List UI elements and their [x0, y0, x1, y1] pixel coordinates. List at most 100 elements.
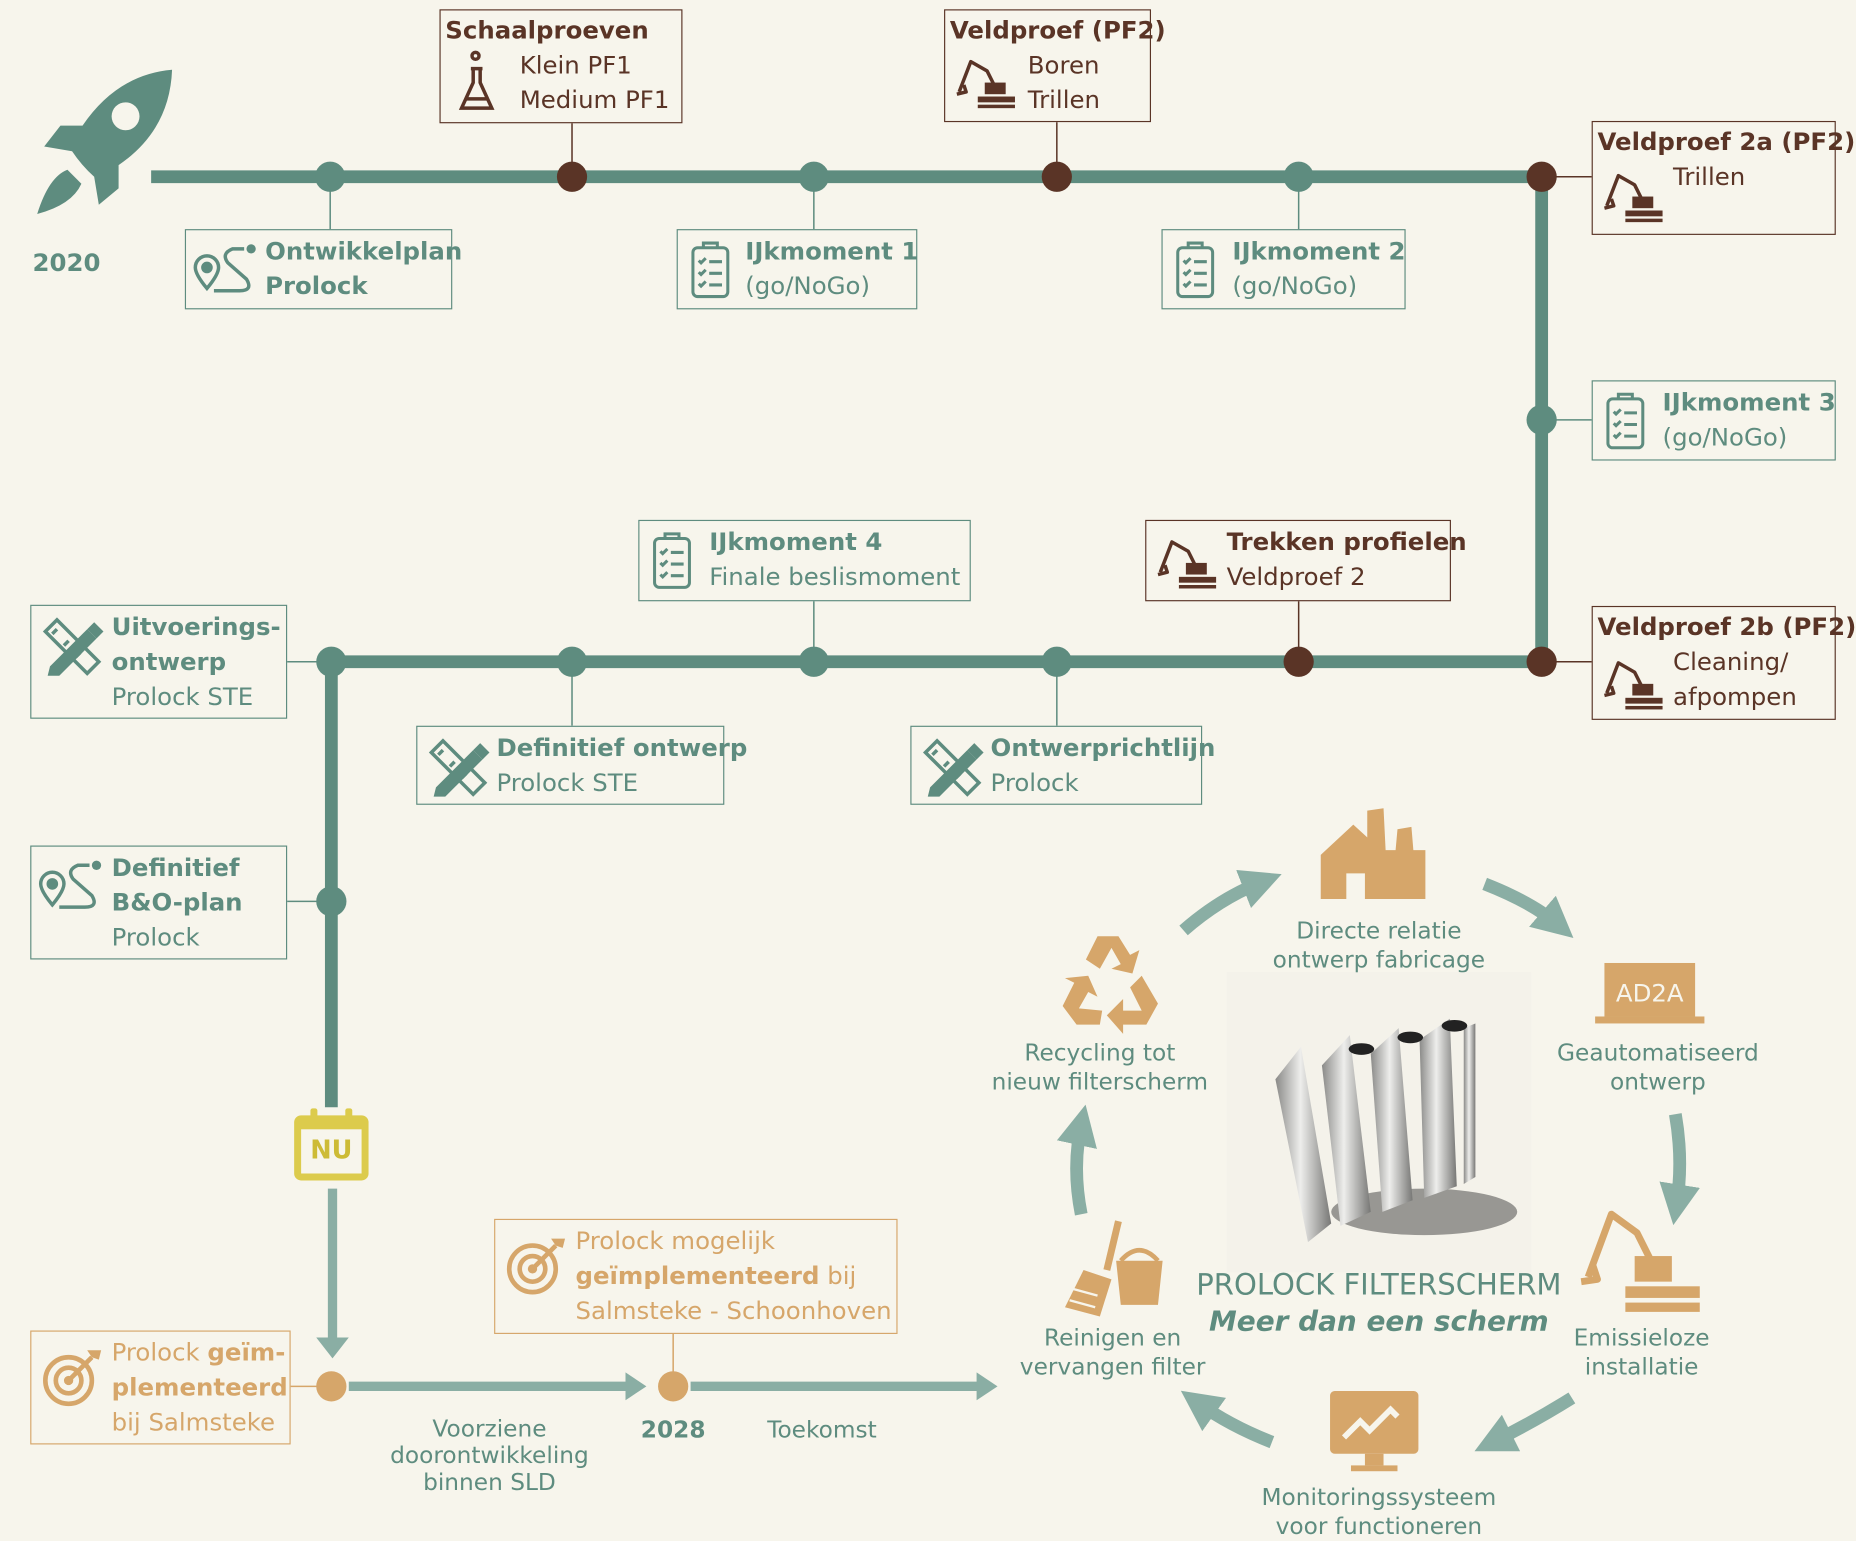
- node-veldproef-pf2: [1041, 161, 1072, 192]
- emissie-label: Emissieloze installatie: [1549, 1324, 1735, 1382]
- target-icon: [506, 1238, 566, 1295]
- cycle-arrow-2: [1482, 877, 1574, 938]
- node-ijkmoment4: [798, 646, 829, 677]
- factory-icon: [1320, 808, 1426, 900]
- excavator-icon: [1604, 661, 1663, 710]
- cycle-arrow-4: [1474, 1392, 1576, 1452]
- ijkmoment4-title: IJkmoment 4: [709, 528, 883, 556]
- node-schaalproeven: [556, 161, 588, 192]
- geauto-line1: Geautomatiseerd: [1557, 1038, 1759, 1067]
- voorziene-label: Voorziene doorontwikkeling binnen SLD: [384, 1415, 596, 1495]
- schaalproeven-line2: Medium PF1: [519, 86, 670, 114]
- geauto-line2: ontwerp: [1610, 1067, 1706, 1096]
- ijkmoment4-line2: Finale beslismoment: [709, 562, 961, 591]
- trekken-box: Trekken profielen Veldproef 2: [1145, 519, 1467, 602]
- monitor-line1: Monitoringssysteem: [1261, 1482, 1497, 1511]
- ad2a-label: AD2A: [1615, 979, 1684, 1008]
- ijkmoment1-title: IJkmoment 1: [745, 237, 919, 266]
- node-bo-plan: [316, 886, 347, 917]
- route-pin-icon: [38, 860, 102, 909]
- cycle-subtitle: Meer dan een scherm: [1209, 1304, 1549, 1338]
- uitvoering-line3: Prolock STE: [111, 682, 254, 711]
- cycle-arrow-1: [1179, 869, 1282, 936]
- salmsteke-line1a: Prolock: [111, 1338, 208, 1367]
- directe-line1: Directe relatie: [1296, 916, 1462, 945]
- arrow-head-right: [625, 1372, 647, 1401]
- directe-label: Directe relatie ontwerp fabricage: [1263, 916, 1496, 974]
- trekken-line2: Veldproef 2: [1226, 562, 1366, 591]
- rocket-icon: [37, 69, 173, 214]
- veldproef-2a-box: Veldproef 2a (PF2) Trillen: [1591, 120, 1855, 235]
- node-ijkmoment2: [1283, 161, 1314, 192]
- nu-marker: NU: [292, 1106, 371, 1183]
- node-veldproef-2a: [1526, 161, 1557, 192]
- schaalproeven-box: Schaalproeven Klein PF1 Medium PF1: [439, 9, 683, 124]
- ontwerprichtlijn-box: Ontwerprichtlijn Prolock: [910, 725, 1215, 805]
- excavator-icon: [1604, 173, 1663, 223]
- uitvoering-box: Uitvoerings- ontwerp Prolock STE: [30, 604, 288, 719]
- veldproef-pf2-line2: Trillen: [1027, 86, 1100, 114]
- veldproef-pf2-title: Veldproef (PF2): [949, 16, 1166, 45]
- cycle-title: PROLOCK FILTERSCHERM: [1196, 1267, 1562, 1302]
- directe-line2: ontwerp fabricage: [1272, 945, 1486, 974]
- veldproef-2b-line2: afpompen: [1673, 682, 1797, 711]
- reinigen-line2: vervangen filter: [1019, 1352, 1206, 1381]
- filterscreen-image: [1226, 972, 1532, 1273]
- recycling-label: Recycling tot nieuw filterscherm: [984, 1039, 1217, 1097]
- ontwikkelplan-line2: Prolock: [265, 272, 368, 301]
- veldproef-2a-line1: Trillen: [1673, 162, 1746, 191]
- uitvoering-line1: Uitvoerings-: [111, 612, 281, 641]
- cycle-arrow-5: [1180, 1390, 1275, 1449]
- clipboard-icon: [653, 532, 691, 589]
- definitief-ontwerp-line2: Prolock STE: [496, 768, 639, 797]
- node-salmsteke: [316, 1371, 347, 1402]
- schoonhoven-line2b: bij: [819, 1261, 857, 1290]
- ontwerprichtlijn-line2: Prolock: [990, 768, 1079, 797]
- node-ijkmoment3: [1526, 404, 1557, 435]
- ontwerprichtlijn-title: Ontwerprichtlijn: [990, 733, 1216, 762]
- laptop-icon: [1595, 962, 1705, 1024]
- clipboard-icon: [1606, 392, 1645, 450]
- voorziene-line2: doorontwikkeling: [390, 1440, 589, 1469]
- nu-label: NU: [310, 1136, 353, 1166]
- voorziene-line3: binnen SLD: [423, 1467, 556, 1496]
- reinigen-line1: Reinigen en: [1043, 1323, 1182, 1352]
- node-ontwikkelplan: [315, 161, 346, 192]
- monitor-icon: [1330, 1390, 1419, 1472]
- monitor-label: Monitoringssysteem voor functioneren: [1251, 1483, 1507, 1541]
- bo-plan-line2: B&O-plan: [111, 888, 243, 917]
- salmsteke-line3: bij Salmsteke: [111, 1408, 276, 1437]
- node-trekken: [1283, 646, 1314, 677]
- pencil-ruler-icon: [428, 738, 490, 797]
- schaalproeven-line1: Klein PF1: [519, 51, 632, 80]
- ijkmoment2-line2: (go/NoGo): [1232, 272, 1358, 301]
- veldproef-2a-title: Veldproef 2a (PF2): [1597, 127, 1856, 156]
- uitvoering-line2: ontwerp: [111, 647, 227, 676]
- node-definitief-ontwerp: [556, 646, 588, 677]
- emissie-line1: Emissieloze: [1573, 1323, 1710, 1352]
- bo-plan-line3: Prolock: [111, 923, 200, 952]
- ijkmoment4-box: IJkmoment 4 Finale beslismoment: [638, 519, 971, 602]
- toekomst-label: Toekomst: [767, 1415, 877, 1444]
- schoonhoven-box: Prolock mogelijk geïmplementeerd bij Sal…: [494, 1218, 898, 1334]
- emissie-line2: installatie: [1584, 1352, 1699, 1381]
- pencil-ruler-icon: [922, 738, 984, 797]
- recycling-line2: nieuw filterscherm: [991, 1067, 1209, 1096]
- excavator-icon: [1580, 1210, 1700, 1312]
- ijkmoment3-box: IJkmoment 3 (go/NoGo): [1591, 380, 1836, 461]
- flask-icon: [458, 50, 495, 110]
- schoonhoven-line3: Salmsteke - Schoonhoven: [575, 1296, 892, 1325]
- excavator-icon: [1157, 540, 1217, 589]
- salmsteke-line1b: geïm-: [207, 1338, 286, 1367]
- schaalproeven-title: Schaalproeven: [445, 16, 649, 45]
- ijkmoment2-box: IJkmoment 2 (go/NoGo): [1161, 229, 1406, 310]
- definitief-ontwerp-box: Definitief ontwerp Prolock STE: [416, 725, 747, 805]
- ontwikkelplan-line1: Ontwikkelplan: [265, 237, 463, 266]
- clipboard-icon: [691, 241, 730, 299]
- ijkmoment3-title: IJkmoment 3: [1662, 388, 1836, 417]
- broom-bucket-icon: [1064, 1220, 1163, 1317]
- bo-plan-line1: Definitief: [111, 853, 240, 882]
- ijkmoment1-box: IJkmoment 1 (go/NoGo): [676, 229, 919, 310]
- voorziene-line1: Voorziene: [432, 1414, 547, 1443]
